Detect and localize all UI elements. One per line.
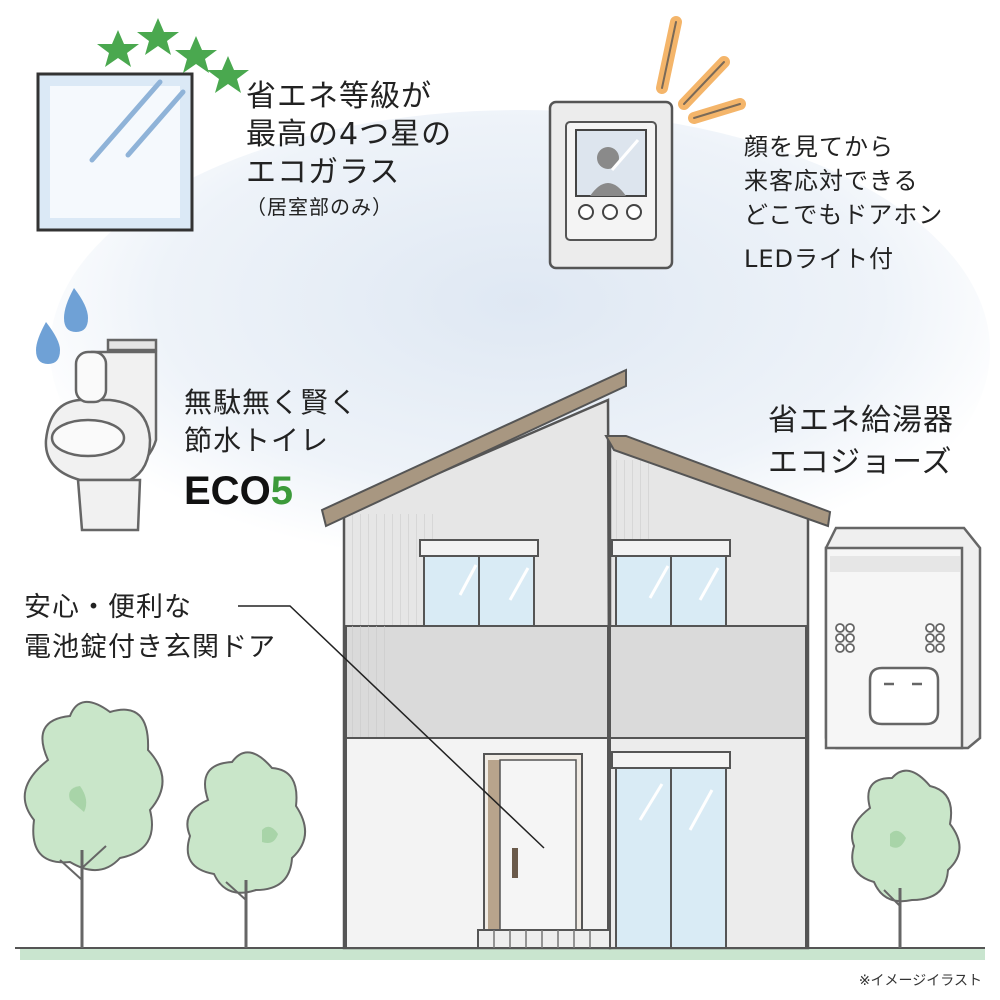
light-ray-icon (661, 21, 741, 119)
heater-line-1: 省エネ給湯器 (768, 403, 954, 438)
tree (23, 701, 164, 948)
door-pointer-line (238, 605, 545, 849)
eco5-logo-eco: ECO (184, 469, 271, 513)
tree (851, 769, 961, 948)
intercom-line-1: 顔を見てから (744, 133, 894, 161)
toilet-caption: 無駄無く賢く 節水トイレ (184, 384, 358, 460)
sky-glow (50, 110, 990, 590)
eco-glass-line-1: 省エネ等級が (246, 79, 432, 114)
door-line-1: 安心・便利な (24, 592, 192, 623)
toilet-line-1: 無駄無く賢く (184, 386, 359, 419)
star-icon (97, 18, 249, 93)
tree (186, 751, 306, 948)
door-caption: 安心・便利な 電池錠付き玄関ドア (24, 588, 276, 668)
intercom-sub: LEDライト付 (744, 245, 895, 273)
door-line-2: 電池錠付き玄関ドア (24, 632, 276, 663)
eco5-logo-five: 5 (270, 469, 293, 513)
eco-glass-line-2: 最高の4つ星の (246, 117, 453, 152)
eco-glass-sub: （居室部のみ） (246, 195, 393, 219)
heater-line-2: エコジョーズ (768, 445, 953, 480)
eco-glass-line-3: エコガラス (246, 155, 401, 190)
water-drop-icon (36, 288, 88, 364)
intercom-line-3: どこでもドアホン (744, 201, 944, 229)
house (320, 368, 832, 950)
eco5-logo: ECO5 (184, 468, 293, 514)
toilet-icon (44, 338, 158, 532)
intercom-line-2: 来客応対できる (744, 167, 919, 195)
eco-glass-icon (36, 72, 194, 232)
water-heater-icon (824, 526, 982, 750)
toilet-line-2: 節水トイレ (184, 424, 330, 457)
intercom-icon (548, 100, 674, 270)
heater-caption: 省エネ給湯器 エコジョーズ (768, 400, 954, 484)
grass-strip (20, 948, 985, 960)
intercom-caption: 顔を見てから 来客応対できる どこでもドアホン LEDライト付 (744, 130, 943, 276)
eco-glass-caption: 省エネ等級が 最高の4つ星の エコガラス （居室部のみ） (246, 78, 452, 222)
image-note: ※イメージイラスト (858, 973, 982, 989)
